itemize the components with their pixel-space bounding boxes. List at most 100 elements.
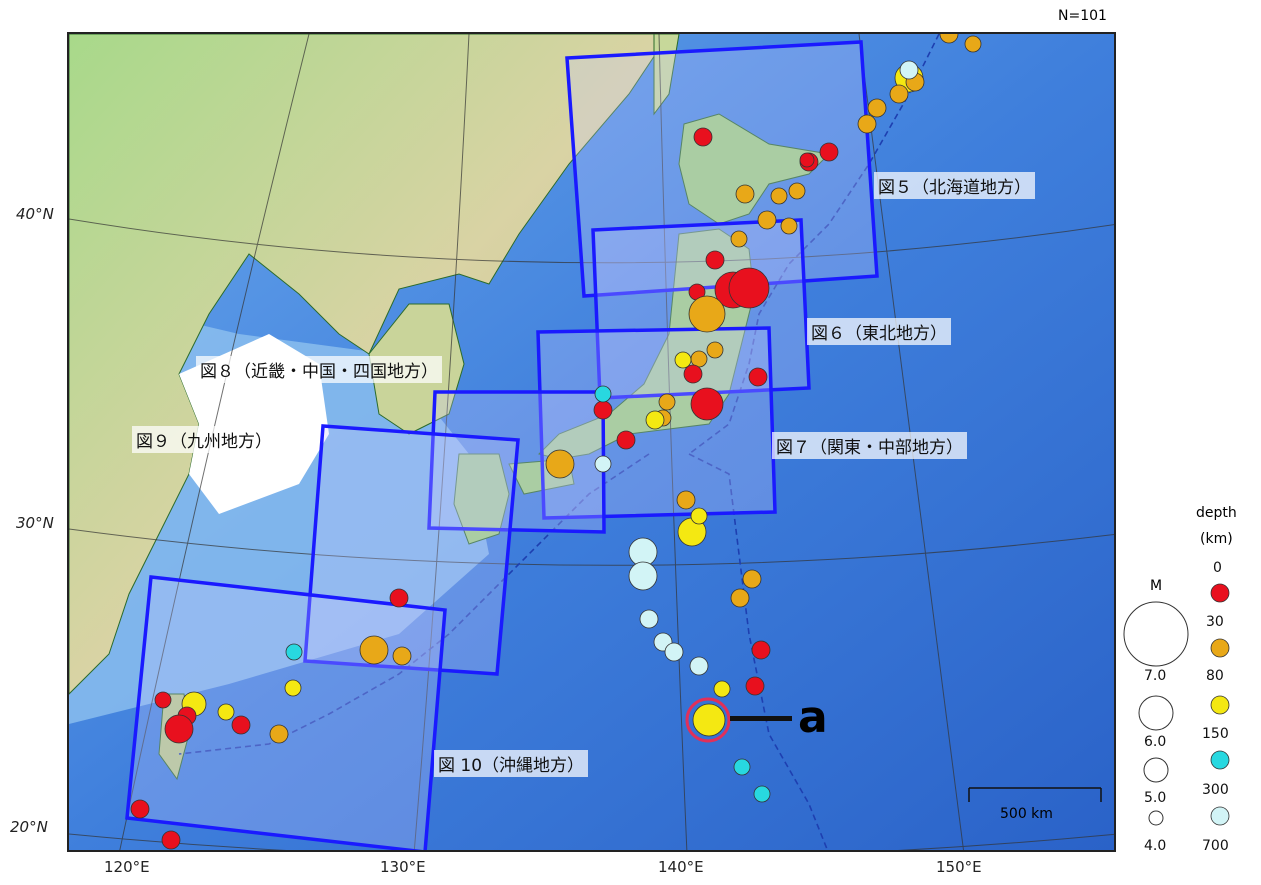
lat-label-30: 30°N [16, 514, 54, 532]
quake-marker [706, 341, 724, 359]
legend-depth-300: 300 [1202, 782, 1229, 798]
quake-marker [730, 588, 750, 608]
quake-marker [389, 588, 409, 608]
quake-marker [683, 364, 703, 384]
lon-label-120: 120°E [104, 858, 150, 876]
quake-marker [690, 387, 724, 421]
quake-marker [819, 142, 839, 162]
legend-depth-unit: (km) [1200, 531, 1233, 547]
quake-marker [770, 187, 788, 205]
legend-depth-title: depth (km) [1196, 500, 1237, 552]
region-label-fig8: 図８（近畿・中国・四国地方） [196, 356, 442, 383]
quake-marker [285, 643, 303, 661]
region-label-fig5: 図５（北海道地方） [874, 172, 1035, 199]
legend-mag-4: 4.0 [1144, 838, 1167, 854]
region-label-fig9: 図９（九州地方） [132, 426, 276, 453]
legend-mag-circle [1143, 757, 1169, 783]
legend-depth-swatch [1210, 806, 1230, 826]
event-a-label: a [798, 692, 828, 743]
quake-marker [161, 830, 181, 850]
region-label-fig10: 図 10（沖縄地方） [434, 750, 589, 777]
quake-marker [154, 691, 172, 709]
legend-depth-80: 80 [1206, 668, 1224, 684]
region-box-fig10 [125, 575, 447, 850]
quake-marker [857, 114, 877, 134]
quake-marker [728, 267, 770, 309]
quake-marker [689, 656, 709, 676]
quake-marker [780, 217, 798, 235]
quake-marker [692, 703, 726, 737]
quake-marker [788, 182, 806, 200]
legend-mag-6: 6.0 [1144, 734, 1167, 750]
quake-marker [688, 295, 726, 333]
plate-boundaries [178, 34, 940, 850]
quake-marker [748, 367, 768, 387]
quake-marker [269, 724, 289, 744]
lon-label-140: 140°E [658, 858, 704, 876]
quake-marker [674, 351, 692, 369]
legend-depth-700: 700 [1202, 838, 1229, 854]
map-frame [67, 32, 1116, 852]
legend-mag-circle [1123, 601, 1189, 667]
quake-marker [745, 676, 765, 696]
legend-depth-0: 0 [1213, 560, 1222, 576]
quake-marker [730, 230, 748, 248]
legend-depth-label: depth [1196, 505, 1237, 521]
event-a-pointer [730, 716, 792, 721]
quake-marker [594, 385, 612, 403]
scale-bar [968, 787, 1102, 802]
asian-continent [69, 34, 670, 695]
lat-label-40: 40°N [16, 205, 54, 223]
quake-marker [664, 642, 684, 662]
quake-marker [616, 430, 636, 450]
region-boxes [125, 40, 879, 850]
legend-mag-7: 7.0 [1144, 668, 1167, 684]
quake-marker [217, 703, 235, 721]
quake-marker [628, 561, 658, 591]
region-label-fig7: 図７（関東・中部地方） [772, 432, 967, 459]
quake-marker [545, 449, 575, 479]
quake-marker [693, 127, 713, 147]
legend-mag-circle [1138, 695, 1174, 731]
quake-marker [164, 714, 194, 744]
lat-label-20: 20°N [10, 818, 48, 836]
quake-marker [231, 715, 251, 735]
quake-marker [639, 609, 659, 629]
lon-label-150: 150°E [936, 858, 982, 876]
quake-marker [751, 640, 771, 660]
quake-marker [799, 152, 815, 168]
legend-depth-swatch [1210, 638, 1230, 658]
quake-marker [735, 184, 755, 204]
quake-marker [713, 680, 731, 698]
quake-marker [690, 507, 708, 525]
quake-marker [867, 98, 887, 118]
quake-marker [284, 679, 302, 697]
event-count: N=101 [1058, 8, 1107, 24]
legend-depth-30: 30 [1206, 614, 1224, 630]
lon-label-130: 130°E [380, 858, 426, 876]
legend-depth-150: 150 [1202, 726, 1229, 742]
region-label-fig6: 図６（東北地方） [807, 318, 951, 345]
quake-marker [753, 785, 771, 803]
map-canvas [69, 34, 1114, 850]
quake-marker [593, 400, 613, 420]
quake-marker [676, 490, 696, 510]
quake-marker [645, 410, 665, 430]
scale-bar-label: 500 km [1000, 806, 1053, 822]
kyushu [453, 453, 510, 545]
quake-marker [690, 350, 708, 368]
event-a-ring [685, 697, 731, 743]
region-box-fig9 [303, 424, 520, 676]
quake-marker [742, 569, 762, 589]
quake-marker [939, 34, 959, 44]
legend-mag-5: 5.0 [1144, 790, 1167, 806]
legend-depth-swatch [1210, 583, 1230, 603]
legend-depth-swatch [1210, 695, 1230, 715]
quake-marker [130, 799, 150, 819]
quake-marker [594, 455, 612, 473]
quake-marker [705, 250, 725, 270]
earthquake-markers [130, 34, 982, 850]
quake-marker [757, 210, 777, 230]
legend-mag-title: M [1150, 578, 1163, 594]
quake-marker [733, 758, 751, 776]
